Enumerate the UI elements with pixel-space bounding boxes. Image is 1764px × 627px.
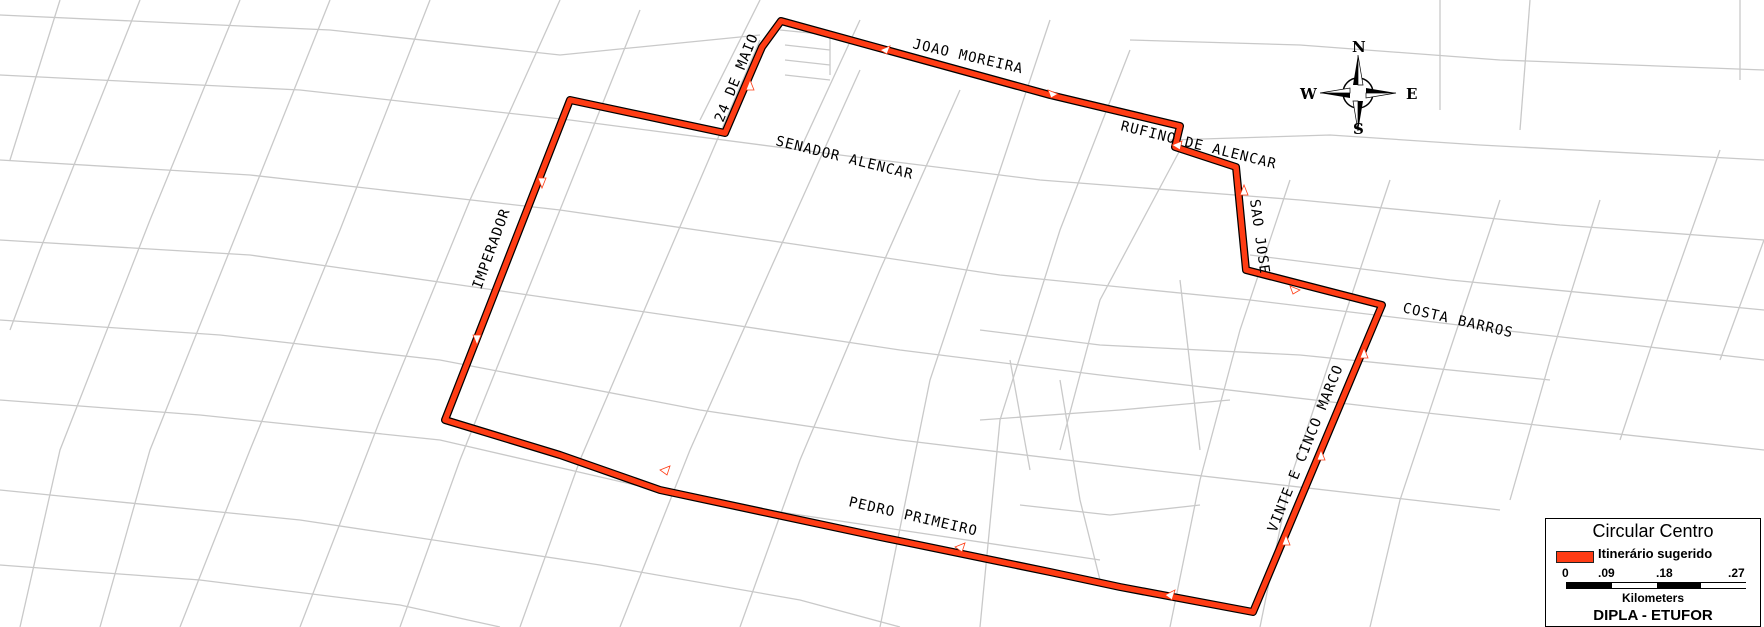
route-swatch (1556, 551, 1594, 563)
legend-item-label: Itinerário sugerido (1598, 546, 1713, 561)
arrow-icon (879, 45, 891, 55)
compass-east: E (1406, 85, 1417, 103)
street-label-rufino-de-alencar: RUFINO DE ALENCAR (1119, 118, 1278, 172)
arrow-icon (472, 334, 482, 347)
compass-south: S (1353, 120, 1364, 138)
scale-tick: .18 (1656, 566, 1673, 580)
legend-title: Circular Centro (1592, 521, 1714, 541)
map-legend: Circular Centro Itinerário sugerido 0 .0… (1545, 518, 1761, 627)
scale-unit-label: Kilometers (1621, 591, 1685, 605)
street-label-imperador: IMPERADOR (470, 206, 514, 291)
compass-rose: N S E W (1299, 38, 1417, 138)
route-circular-centro (441, 17, 1386, 616)
street-label-senador-alencar: SENADOR ALENCAR (774, 133, 915, 183)
scale-bar (1566, 582, 1746, 589)
compass-north: N (1352, 38, 1366, 56)
arrow-icon (1281, 533, 1291, 546)
arrow-icon (1047, 89, 1059, 99)
compass-west: W (1299, 85, 1318, 103)
route-direction-arrows (472, 45, 1369, 601)
arrow-icon (954, 542, 966, 553)
arrow-icon (1171, 140, 1183, 151)
arrow-icon (745, 78, 755, 91)
arrow-icon (1164, 589, 1176, 601)
arrow-icon (1239, 183, 1249, 196)
street-label-vinte-e-cinco-marco: VINTE E CINCO MARCO (1265, 362, 1347, 534)
scale-tick: 0 (1562, 566, 1569, 580)
scale-tick: .27 (1728, 566, 1745, 580)
arrow-icon (659, 465, 671, 476)
arrow-icon (1289, 285, 1301, 295)
arrow-icon (537, 177, 547, 190)
arrow-icon (1359, 346, 1369, 359)
legend-footer: DIPLA - ETUFOR (1593, 607, 1713, 624)
scale-tick: .09 (1598, 566, 1615, 580)
arrow-icon (1316, 448, 1326, 461)
street-label-sao-jose: SAO JOSE (1246, 198, 1272, 275)
